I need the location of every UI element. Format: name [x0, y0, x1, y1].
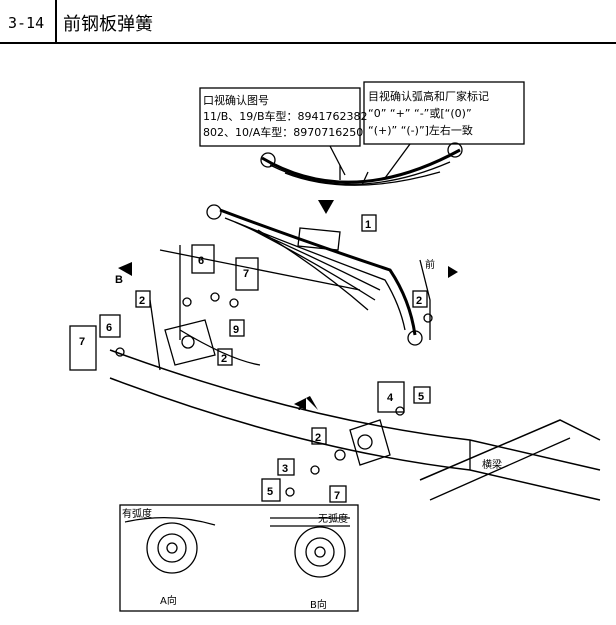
callout-right-line2: “0” “+” “-”或[“(0)”	[368, 107, 472, 120]
with-camber-label: 有弧度	[122, 507, 152, 520]
camber-mark-callout-box	[363, 81, 525, 145]
part-number-7a: 7	[243, 268, 249, 280]
view-b-arrow	[118, 262, 132, 276]
part-number-callout-box	[199, 87, 361, 147]
part-number-9: 9	[233, 324, 239, 336]
frame-rail	[109, 349, 601, 471]
part-number-2d: 2	[315, 432, 321, 444]
down-arrow-icon	[318, 200, 334, 214]
callout-2b-box	[412, 290, 428, 308]
front-arrow-icon	[448, 266, 458, 278]
main-leaf-spring	[219, 208, 417, 336]
part-number-7b: 7	[79, 336, 85, 348]
part-number-3: 3	[282, 463, 288, 475]
part-number-2a: 2	[139, 295, 145, 307]
callout-7b-box	[69, 325, 97, 371]
part-number-6a: 6	[198, 255, 204, 267]
callout-5a-box	[413, 386, 431, 404]
callout-line1: 11/B、19/B车型：8941762382	[203, 109, 367, 123]
part-number-5b: 5	[267, 486, 273, 498]
callout-9-box	[229, 319, 245, 337]
callout-right-line1: 目视确认弧高和厂家标记	[368, 89, 489, 103]
crossbeam	[419, 419, 601, 481]
callout-2a-box	[135, 290, 151, 308]
callout-5b-box	[261, 478, 281, 502]
header-divider	[55, 0, 57, 42]
callout-2c-box	[217, 348, 233, 366]
part-number-6b: 6	[106, 322, 112, 334]
part-number-4: 4	[387, 392, 394, 404]
front-bracket	[164, 319, 216, 366]
callout-7c-box	[329, 485, 347, 503]
part-number-7c: 7	[334, 490, 340, 502]
part-number-1: 1	[365, 219, 371, 231]
section-number: 3-14	[8, 14, 45, 32]
part-number-2c: 2	[221, 353, 227, 365]
callout-1-box	[361, 214, 377, 232]
callout-6b-box	[99, 314, 121, 338]
callout-line2: 802、10/A车型：8970716250	[203, 125, 363, 139]
section-header: 3-14 前钢板弹簧	[0, 0, 616, 44]
crossbeam-label: 横梁	[482, 458, 502, 471]
callout-7a-box	[235, 257, 259, 291]
view-b-marker: B	[115, 274, 123, 286]
callout-2d-box	[311, 427, 327, 445]
part-number-2b: 2	[416, 295, 422, 307]
callout-3-box	[277, 458, 295, 476]
without-camber-label: 无弧度	[318, 512, 348, 525]
small-leaf-spring-top	[261, 148, 461, 184]
callout-heading: 口视确认图号	[203, 93, 269, 107]
view-b-bush	[294, 526, 346, 578]
shackle-bracket	[349, 419, 391, 466]
part-number-5a: 5	[418, 391, 424, 403]
view-a-arrow	[294, 398, 306, 410]
view-a-marker: A	[298, 401, 306, 413]
front-label: 前	[425, 258, 435, 271]
camber-inset-box	[119, 504, 359, 612]
callout-right-line3: “(+)” “(-)”]左右一致	[368, 123, 473, 137]
view-a-label: A向	[160, 594, 177, 607]
view-b-label: B向	[310, 598, 327, 611]
section-title: 前钢板弹簧	[63, 14, 153, 35]
view-a-bush	[146, 522, 198, 574]
callout-4-box	[377, 381, 405, 413]
callout-6a-box	[191, 244, 215, 274]
